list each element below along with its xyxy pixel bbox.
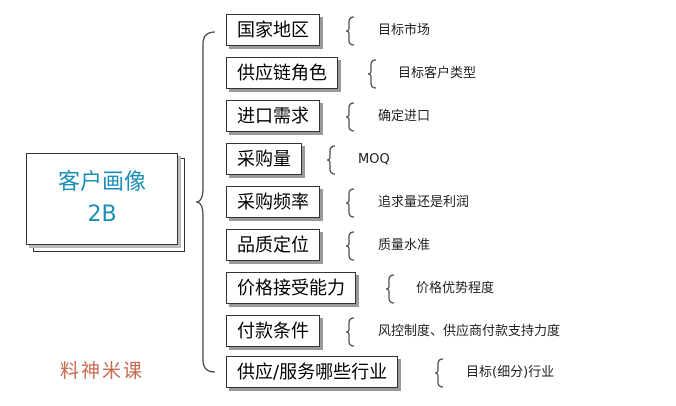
brace-icon	[326, 145, 336, 175]
brace-icon	[367, 59, 377, 89]
category-supply-chain-role: 供应链角色	[226, 57, 338, 89]
category-label: 供应/服务哪些行业	[237, 362, 388, 383]
brace-icon	[345, 102, 355, 132]
category-label: 付款条件	[237, 321, 309, 342]
category-purchase-frequency: 采购频率	[226, 186, 320, 218]
category-label: 价格接受能力	[237, 278, 345, 299]
detail-target-customer-type: 目标客户类型	[398, 66, 477, 81]
category-label: 国家地区	[237, 20, 309, 41]
category-quality-positioning: 品质定位	[226, 229, 320, 261]
detail-price-advantage: 价格优势程度	[416, 281, 495, 296]
detail-risk-control-payment: 风控制度、供应商付款支持力度	[378, 324, 561, 339]
brace-icon	[345, 317, 355, 347]
category-country-region: 国家地区	[226, 14, 320, 46]
detail-confirm-import: 确定进口	[378, 109, 431, 124]
brace-icon	[345, 188, 355, 218]
root-title: 客户画像	[57, 170, 146, 195]
root-subtitle: 2B	[87, 202, 117, 227]
brace-icon	[434, 358, 444, 388]
category-industries-served: 供应/服务哪些行业	[226, 356, 399, 388]
detail-volume-or-profit: 追求量还是利润	[378, 195, 470, 210]
brace-icon	[385, 274, 395, 304]
category-price-acceptance: 价格接受能力	[226, 272, 356, 304]
brace-icon	[345, 231, 355, 261]
category-label: 采购量	[237, 149, 291, 170]
brace-icon	[345, 16, 355, 46]
detail-target-industry: 目标(细分)行业	[466, 365, 555, 380]
category-purchase-volume: 采购量	[226, 143, 302, 175]
category-label: 供应链角色	[237, 63, 327, 84]
detail-quality-level: 质量水准	[378, 238, 431, 253]
root-node: 客户画像 2B	[26, 153, 178, 245]
category-label: 品质定位	[237, 235, 309, 256]
watermark-text: 料神米课	[60, 360, 145, 382]
category-payment-terms: 付款条件	[226, 315, 320, 347]
category-label: 采购频率	[237, 192, 309, 213]
main-brace	[195, 31, 216, 373]
category-label: 进口需求	[237, 106, 309, 127]
detail-target-market: 目标市场	[378, 23, 431, 38]
detail-moq: MOQ	[358, 152, 390, 167]
category-import-demand: 进口需求	[226, 100, 320, 132]
